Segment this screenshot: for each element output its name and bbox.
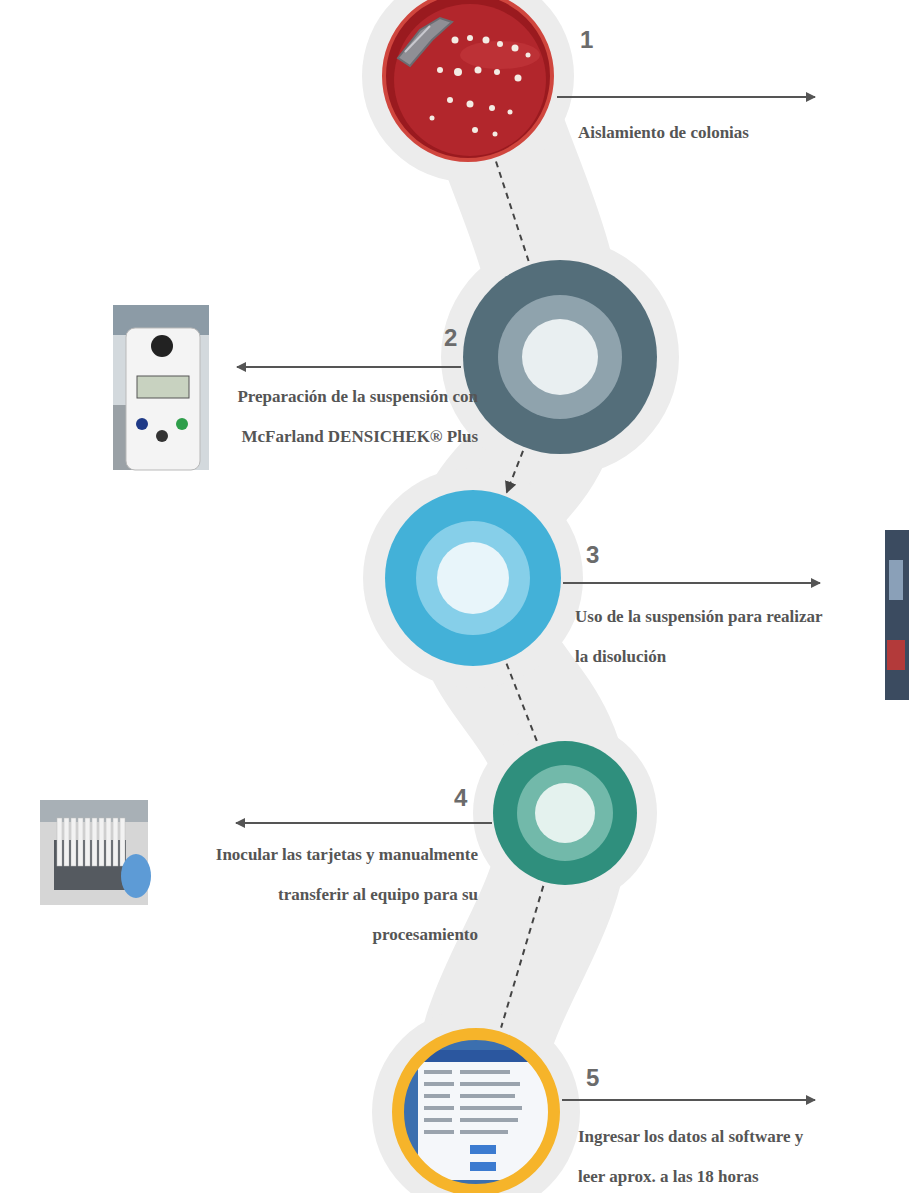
- circle-ring: [416, 521, 530, 635]
- cards-photo: [40, 800, 151, 905]
- colonies: [430, 35, 531, 137]
- device-body: [126, 328, 200, 470]
- step-circle: 4Inocular las tarjetas y manualmente tra…: [493, 741, 637, 885]
- device-display: [137, 376, 189, 398]
- circle-ring: [384, 0, 552, 160]
- circle-ring: [522, 319, 598, 395]
- pointer-arrow: [557, 96, 815, 98]
- loop-highlight: [405, 26, 430, 52]
- circle-outline: [382, 0, 554, 162]
- dashed-connector: [507, 451, 523, 492]
- dialog-rows: [424, 1070, 522, 1134]
- ribbon-halo: [362, 0, 574, 182]
- densichek-photo: [113, 305, 209, 470]
- ribbon-halo: [372, 1008, 580, 1193]
- dilution-photo: [885, 530, 909, 700]
- step-number: 5: [586, 1064, 616, 1092]
- step-number: 2: [444, 324, 474, 352]
- step-label: Preparación de la suspensión con McFarla…: [233, 377, 478, 457]
- step-label: Inocular las tarjetas y manualmente tran…: [194, 835, 478, 955]
- circle-outline: [493, 741, 637, 885]
- step-circle: 2Preparación de la suspensión con McFarl…: [463, 260, 657, 454]
- device-button: [156, 430, 168, 442]
- circle-ring: [498, 295, 622, 419]
- step-number: 1: [580, 26, 620, 54]
- photo-pointers: [236, 97, 820, 1100]
- circle-ring: [398, 1034, 554, 1190]
- test-cards: [57, 818, 125, 866]
- circle-outline: [392, 1028, 560, 1193]
- photo-detail: [887, 640, 905, 670]
- dashed-connector: [496, 162, 529, 261]
- gloved-hand: [121, 854, 151, 898]
- step-number: 4: [454, 784, 484, 812]
- pointer-arrow: [562, 1099, 815, 1101]
- tube-port: [151, 335, 173, 357]
- photo-ground: [885, 530, 909, 700]
- dialog-button: [470, 1162, 496, 1171]
- step-circle: 5Ingresar los datos al software y leer a…: [392, 1028, 560, 1193]
- step-circle: 3Uso de la suspensión para realizar la d…: [385, 490, 561, 666]
- agar-surface: [394, 4, 546, 156]
- circle-ring: [463, 260, 657, 454]
- dialog-button: [470, 1145, 496, 1154]
- step-number: 3: [586, 541, 616, 569]
- ribbon-halo: [363, 468, 583, 688]
- step-label: Uso de la suspensión para realizar la di…: [575, 597, 825, 677]
- circle-outline: [463, 260, 657, 454]
- pointer-arrow: [237, 366, 461, 368]
- step-label: Aislamiento de colonias: [578, 113, 838, 153]
- agar-plate-photo: [384, 0, 552, 160]
- dashed-connector: [501, 886, 543, 1028]
- agar-shine: [460, 41, 540, 69]
- circle-ring: [535, 783, 595, 843]
- device-button: [136, 418, 148, 430]
- circle-ring: [385, 490, 561, 666]
- photo-detail: [889, 560, 903, 600]
- circle-ring: [493, 741, 637, 885]
- ribbon-band: [362, 0, 679, 1193]
- device-button: [176, 418, 188, 430]
- dashed-connector: [507, 664, 538, 743]
- pointer-arrow: [236, 822, 492, 824]
- photo-ground: [113, 305, 209, 470]
- step-circle: 1Aislamiento de colonias: [382, 0, 554, 162]
- circle-ring: [437, 542, 509, 614]
- pointer-arrow: [563, 582, 820, 584]
- circle-ring: [517, 765, 613, 861]
- circle-outline: [385, 490, 561, 666]
- inoculation-loop: [398, 18, 452, 66]
- plate-rim: [384, 0, 552, 160]
- ribbon-halo: [473, 721, 657, 905]
- step-label: Ingresar los datos al software y leer ap…: [578, 1117, 814, 1193]
